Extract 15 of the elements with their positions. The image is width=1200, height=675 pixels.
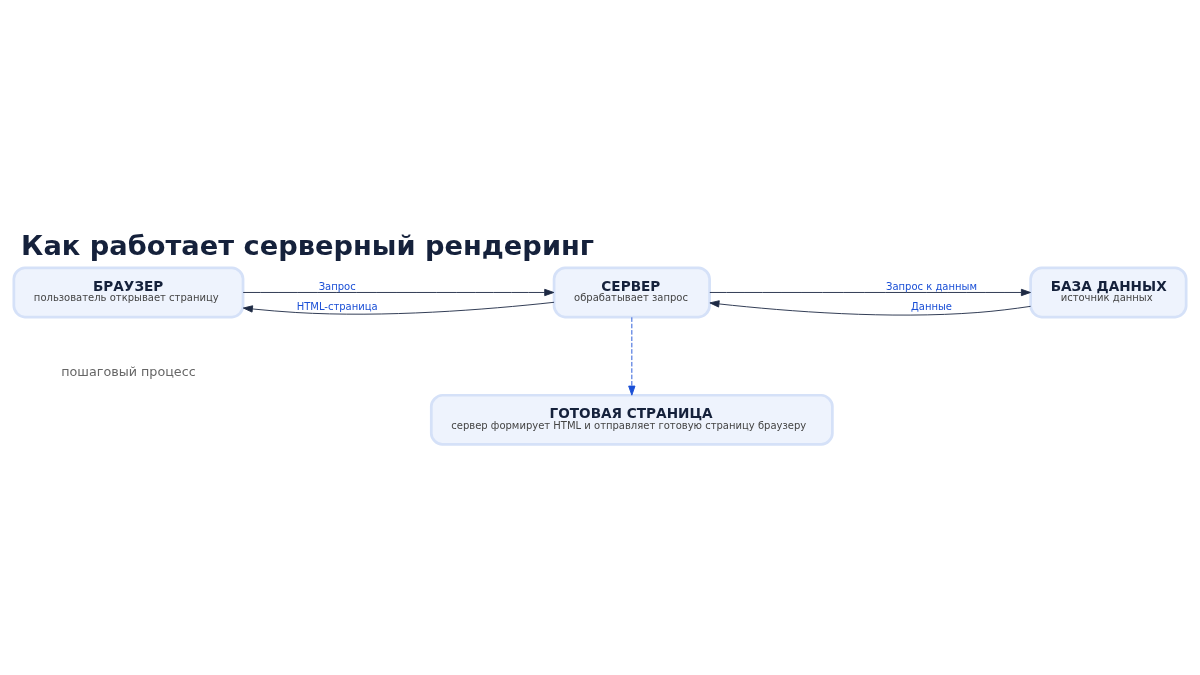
- node-box: БРАУЗЕР пользователь открывает страницу: [12, 266, 245, 319]
- edge-label: Данные: [910, 300, 953, 312]
- arrow: [242, 301, 555, 315]
- arrow: [628, 316, 636, 396]
- node-box: СЕРВЕР обрабатывает запрос: [552, 266, 711, 319]
- arrow: [709, 288, 1031, 297]
- edge-label: Запрос: [318, 280, 356, 292]
- arrow: [709, 300, 1032, 316]
- label: пошаговый процесс: [61, 363, 196, 379]
- node-box: БАЗА ДАННЫХ источник данных: [1029, 266, 1188, 319]
- edge-label: Запрос к данным: [886, 280, 977, 292]
- arrow: [242, 288, 555, 297]
- edge-label: HTML-страница: [296, 300, 378, 312]
- node-box: ГОТОВАЯ СТРАНИЦА сервер формирует HTML и отправляет готовую страницу браузеру: [429, 393, 834, 446]
- diagram-title: Как работает серверный рендеринг: [21, 230, 595, 262]
